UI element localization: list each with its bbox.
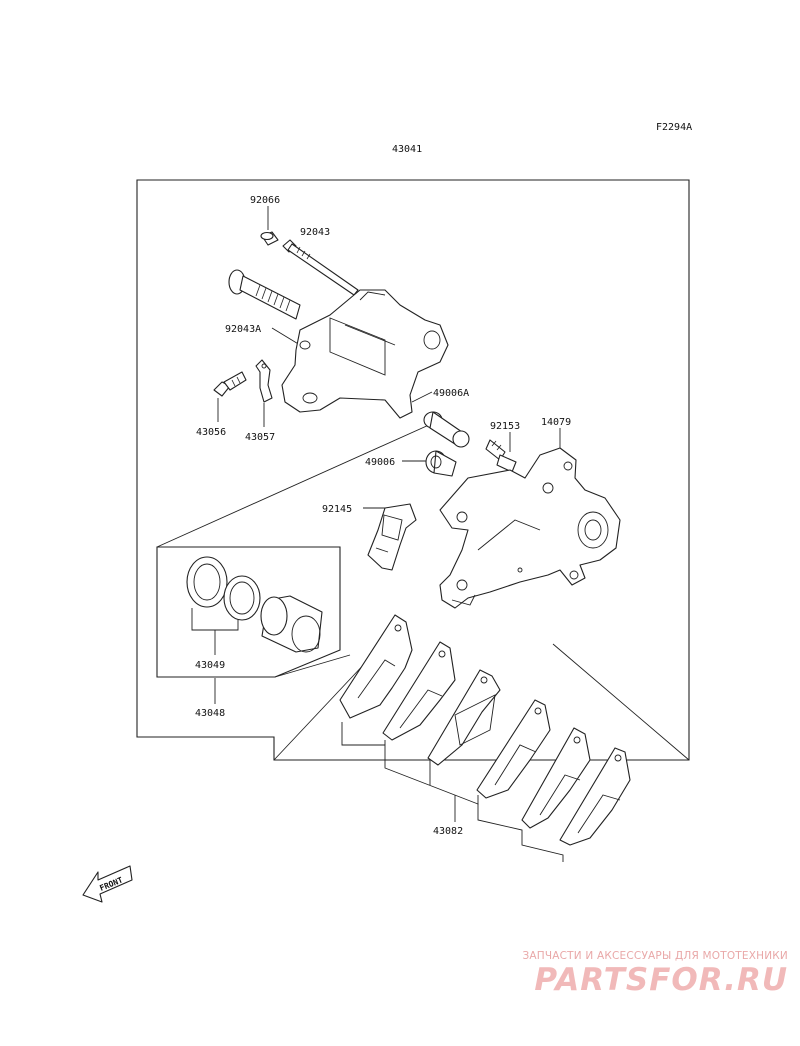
part-label-49006: 49006 xyxy=(365,457,395,468)
part-label-49006A: 49006A xyxy=(433,388,469,399)
part-label-43082: 43082 xyxy=(433,826,463,837)
part-label-92145: 92145 xyxy=(322,504,352,515)
bracket-bolt-part xyxy=(485,439,517,473)
part-label-43049: 43049 xyxy=(195,660,225,671)
figure-code: F2294A xyxy=(656,122,692,133)
part-label-92066: 92066 xyxy=(250,195,280,206)
subframe-link xyxy=(274,654,351,678)
part-label-43048: 43048 xyxy=(195,708,225,719)
caliper-body-part xyxy=(281,289,449,419)
assembly-number: 43041 xyxy=(392,144,422,155)
watermark-tagline: ЗАПЧАСТИ И АКСЕССУАРЫ ДЛЯ МОТОТЕХНИКИ xyxy=(522,950,788,962)
brake-pad-set xyxy=(339,614,631,846)
assembly-frame xyxy=(136,179,690,761)
pin-bolt-part xyxy=(282,239,359,296)
piston-seal-part xyxy=(186,556,261,621)
frame-link xyxy=(552,643,690,761)
watermark-logo: PARTSFOR.RU xyxy=(534,962,788,998)
subframe-link xyxy=(156,419,441,548)
clip-part xyxy=(255,359,273,403)
caliper-bracket-part xyxy=(439,447,621,609)
piston-subframe xyxy=(156,546,341,678)
bleeder-cap-part xyxy=(260,231,279,246)
slide-pin-part xyxy=(228,269,301,320)
bleeder-valve-part xyxy=(213,371,247,397)
piston-part xyxy=(260,595,323,653)
part-label-92043A: 92043A xyxy=(225,324,261,335)
boot-part xyxy=(425,450,457,477)
boot-a-part xyxy=(423,411,470,448)
frame-link xyxy=(273,659,369,761)
part-label-43056: 43056 xyxy=(196,427,226,438)
pads-bracket xyxy=(341,722,564,862)
part-label-43057: 43057 xyxy=(245,432,275,443)
pad-spring-part xyxy=(367,503,417,571)
part-label-92153: 92153 xyxy=(490,421,520,432)
front-arrow-icon: FRONT xyxy=(82,865,133,903)
part-label-14079: 14079 xyxy=(541,417,571,428)
part-label-92043: 92043 xyxy=(300,227,330,238)
